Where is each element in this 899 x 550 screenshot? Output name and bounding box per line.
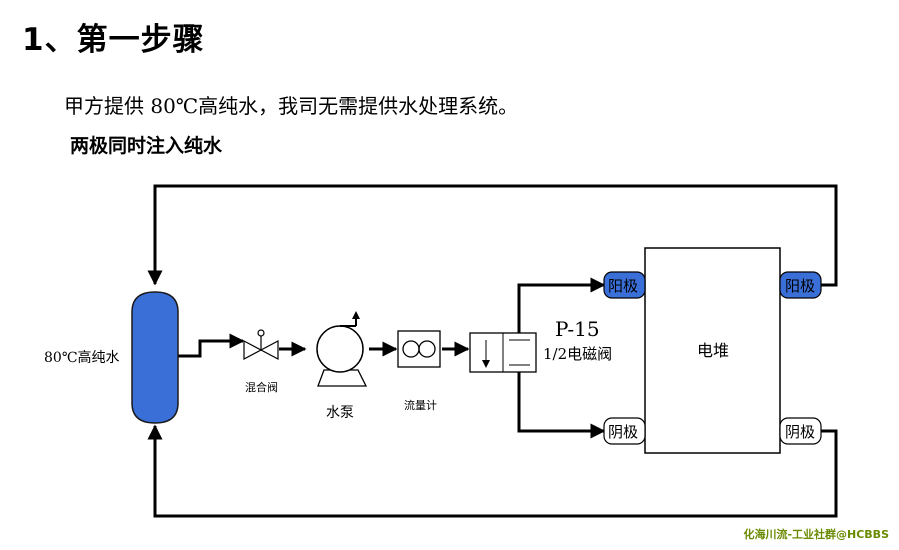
solenoid-valve-icon xyxy=(469,332,537,373)
stack-label: 电堆 xyxy=(697,341,729,360)
anode-inlet-label: 阳极 xyxy=(608,277,638,295)
step-heading: 1、第一步骤 xyxy=(22,22,205,58)
valve-label: 1/2电磁阀 xyxy=(543,345,612,363)
tank-outlet-line xyxy=(178,333,245,358)
diagram-subheading: 两极同时注入纯水 xyxy=(70,135,223,157)
intro-text: 甲方提供 80℃高纯水，我司无需提供水处理系统。 xyxy=(64,94,519,118)
tank-label: 80℃高纯水 xyxy=(44,349,119,366)
mixing-valve-icon xyxy=(243,329,279,360)
cathode-inlet-label: 阴极 xyxy=(608,423,638,441)
watermark: 化海川流-工业社群@HCBBS xyxy=(743,528,889,541)
valve-to-cathode-line xyxy=(517,372,606,439)
cathode-outlet-label: 阴极 xyxy=(785,423,815,441)
valve-to-anode-line xyxy=(517,277,606,333)
valve-code: P-15 xyxy=(555,317,600,341)
anode-outlet-label: 阳极 xyxy=(785,277,815,295)
pump-label: 水泵 xyxy=(326,405,354,421)
flowmeter-label: 流量计 xyxy=(404,398,437,412)
flowmeter-icon xyxy=(397,330,441,368)
mixing-valve-label: 混合阀 xyxy=(245,380,278,394)
pure-water-tank xyxy=(131,291,179,424)
cathode-outlet-port xyxy=(779,417,822,445)
water-pump-icon xyxy=(316,311,368,387)
cathode-inlet-port xyxy=(603,417,646,445)
anode-outlet-port xyxy=(779,271,822,299)
electrolyzer-stack xyxy=(644,247,781,454)
anode-inlet-port xyxy=(603,271,646,299)
